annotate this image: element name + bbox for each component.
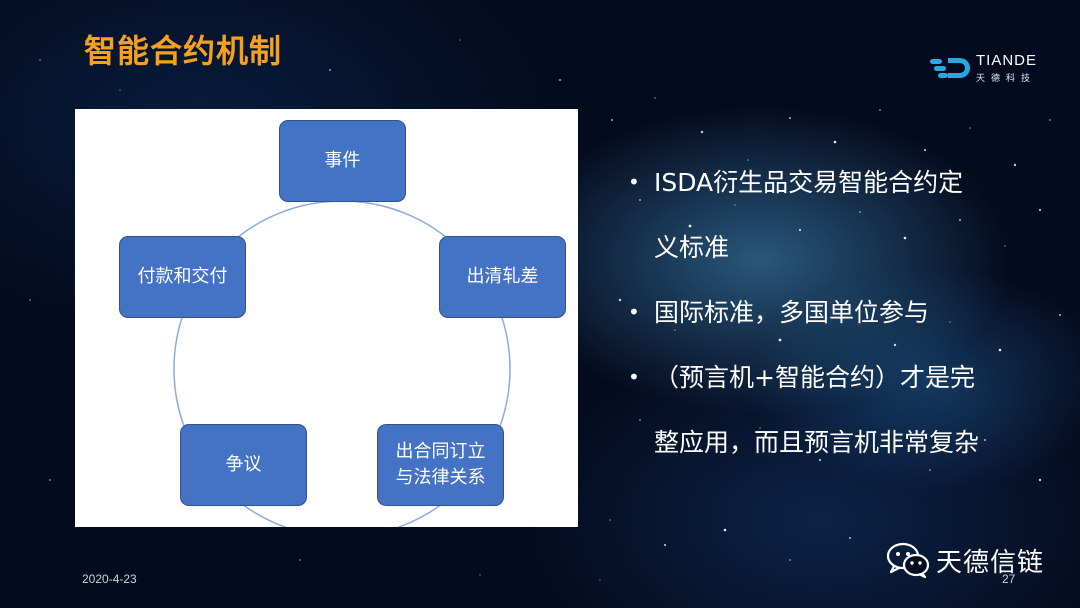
wechat-account-name: 天德信链 [936, 547, 1045, 578]
slide-date: 2020-4-23 [82, 572, 137, 586]
bullet-item-isda-line1: ISDA衍生品交易智能合约定 [654, 168, 964, 197]
bullet-list: • ISDA衍生品交易智能合约定 义标准 • 国际标准，多国单位参与 • （预言… [628, 150, 1048, 475]
wechat-watermark: 天德信链 [886, 540, 1044, 580]
node-contract: 出合同订立 与法律关系 [377, 424, 504, 506]
node-payment-label: 付款和交付 [137, 266, 228, 287]
tiande-logo: TIANDE 天德科技 [930, 52, 1060, 88]
bullet-item-isda: • ISDA衍生品交易智能合约定 义标准 [628, 150, 1048, 280]
node-clearing: 出清轧差 [439, 236, 566, 318]
node-payment: 付款和交付 [119, 236, 246, 318]
page-number: 27 [1002, 572, 1016, 586]
logo-text-en: TIANDE [976, 52, 1038, 69]
logo-text-cn: 天德科技 [976, 74, 1037, 84]
bullet-item-standard-line1: 国际标准，多国单位参与 [654, 298, 930, 327]
bullet-item-oracle: • （预言机+智能合约）才是完 整应用，而且预言机非常复杂 [628, 345, 1048, 475]
node-event-label: 事件 [324, 150, 361, 171]
bullet-marker: • [628, 365, 640, 389]
node-clearing-label: 出清轧差 [466, 266, 539, 287]
tiande-logo-icon [930, 58, 970, 78]
node-dispute: 争议 [180, 424, 307, 506]
node-contract-label-line1: 出合同订立 [395, 441, 486, 462]
node-contract-label-line2: 与法律关系 [395, 467, 486, 488]
bullet-item-standard: • 国际标准，多国单位参与 [628, 280, 1048, 345]
node-dispute-label: 争议 [225, 454, 262, 475]
wechat-icon [886, 542, 930, 579]
node-event: 事件 [279, 120, 406, 202]
bullet-marker: • [628, 170, 640, 194]
slide-title: 智能合约机制 [84, 32, 283, 70]
bullet-marker: • [628, 300, 640, 324]
bullet-item-oracle-line2: 整应用，而且预言机非常复杂 [654, 428, 980, 457]
cycle-diagram: 事件 出清轧差 出合同订立 与法律关系 争议 付款和交付 [75, 109, 578, 527]
bullet-item-oracle-line1: （预言机+智能合约）才是完 [654, 363, 975, 392]
bullet-item-isda-line2: 义标准 [654, 233, 730, 262]
